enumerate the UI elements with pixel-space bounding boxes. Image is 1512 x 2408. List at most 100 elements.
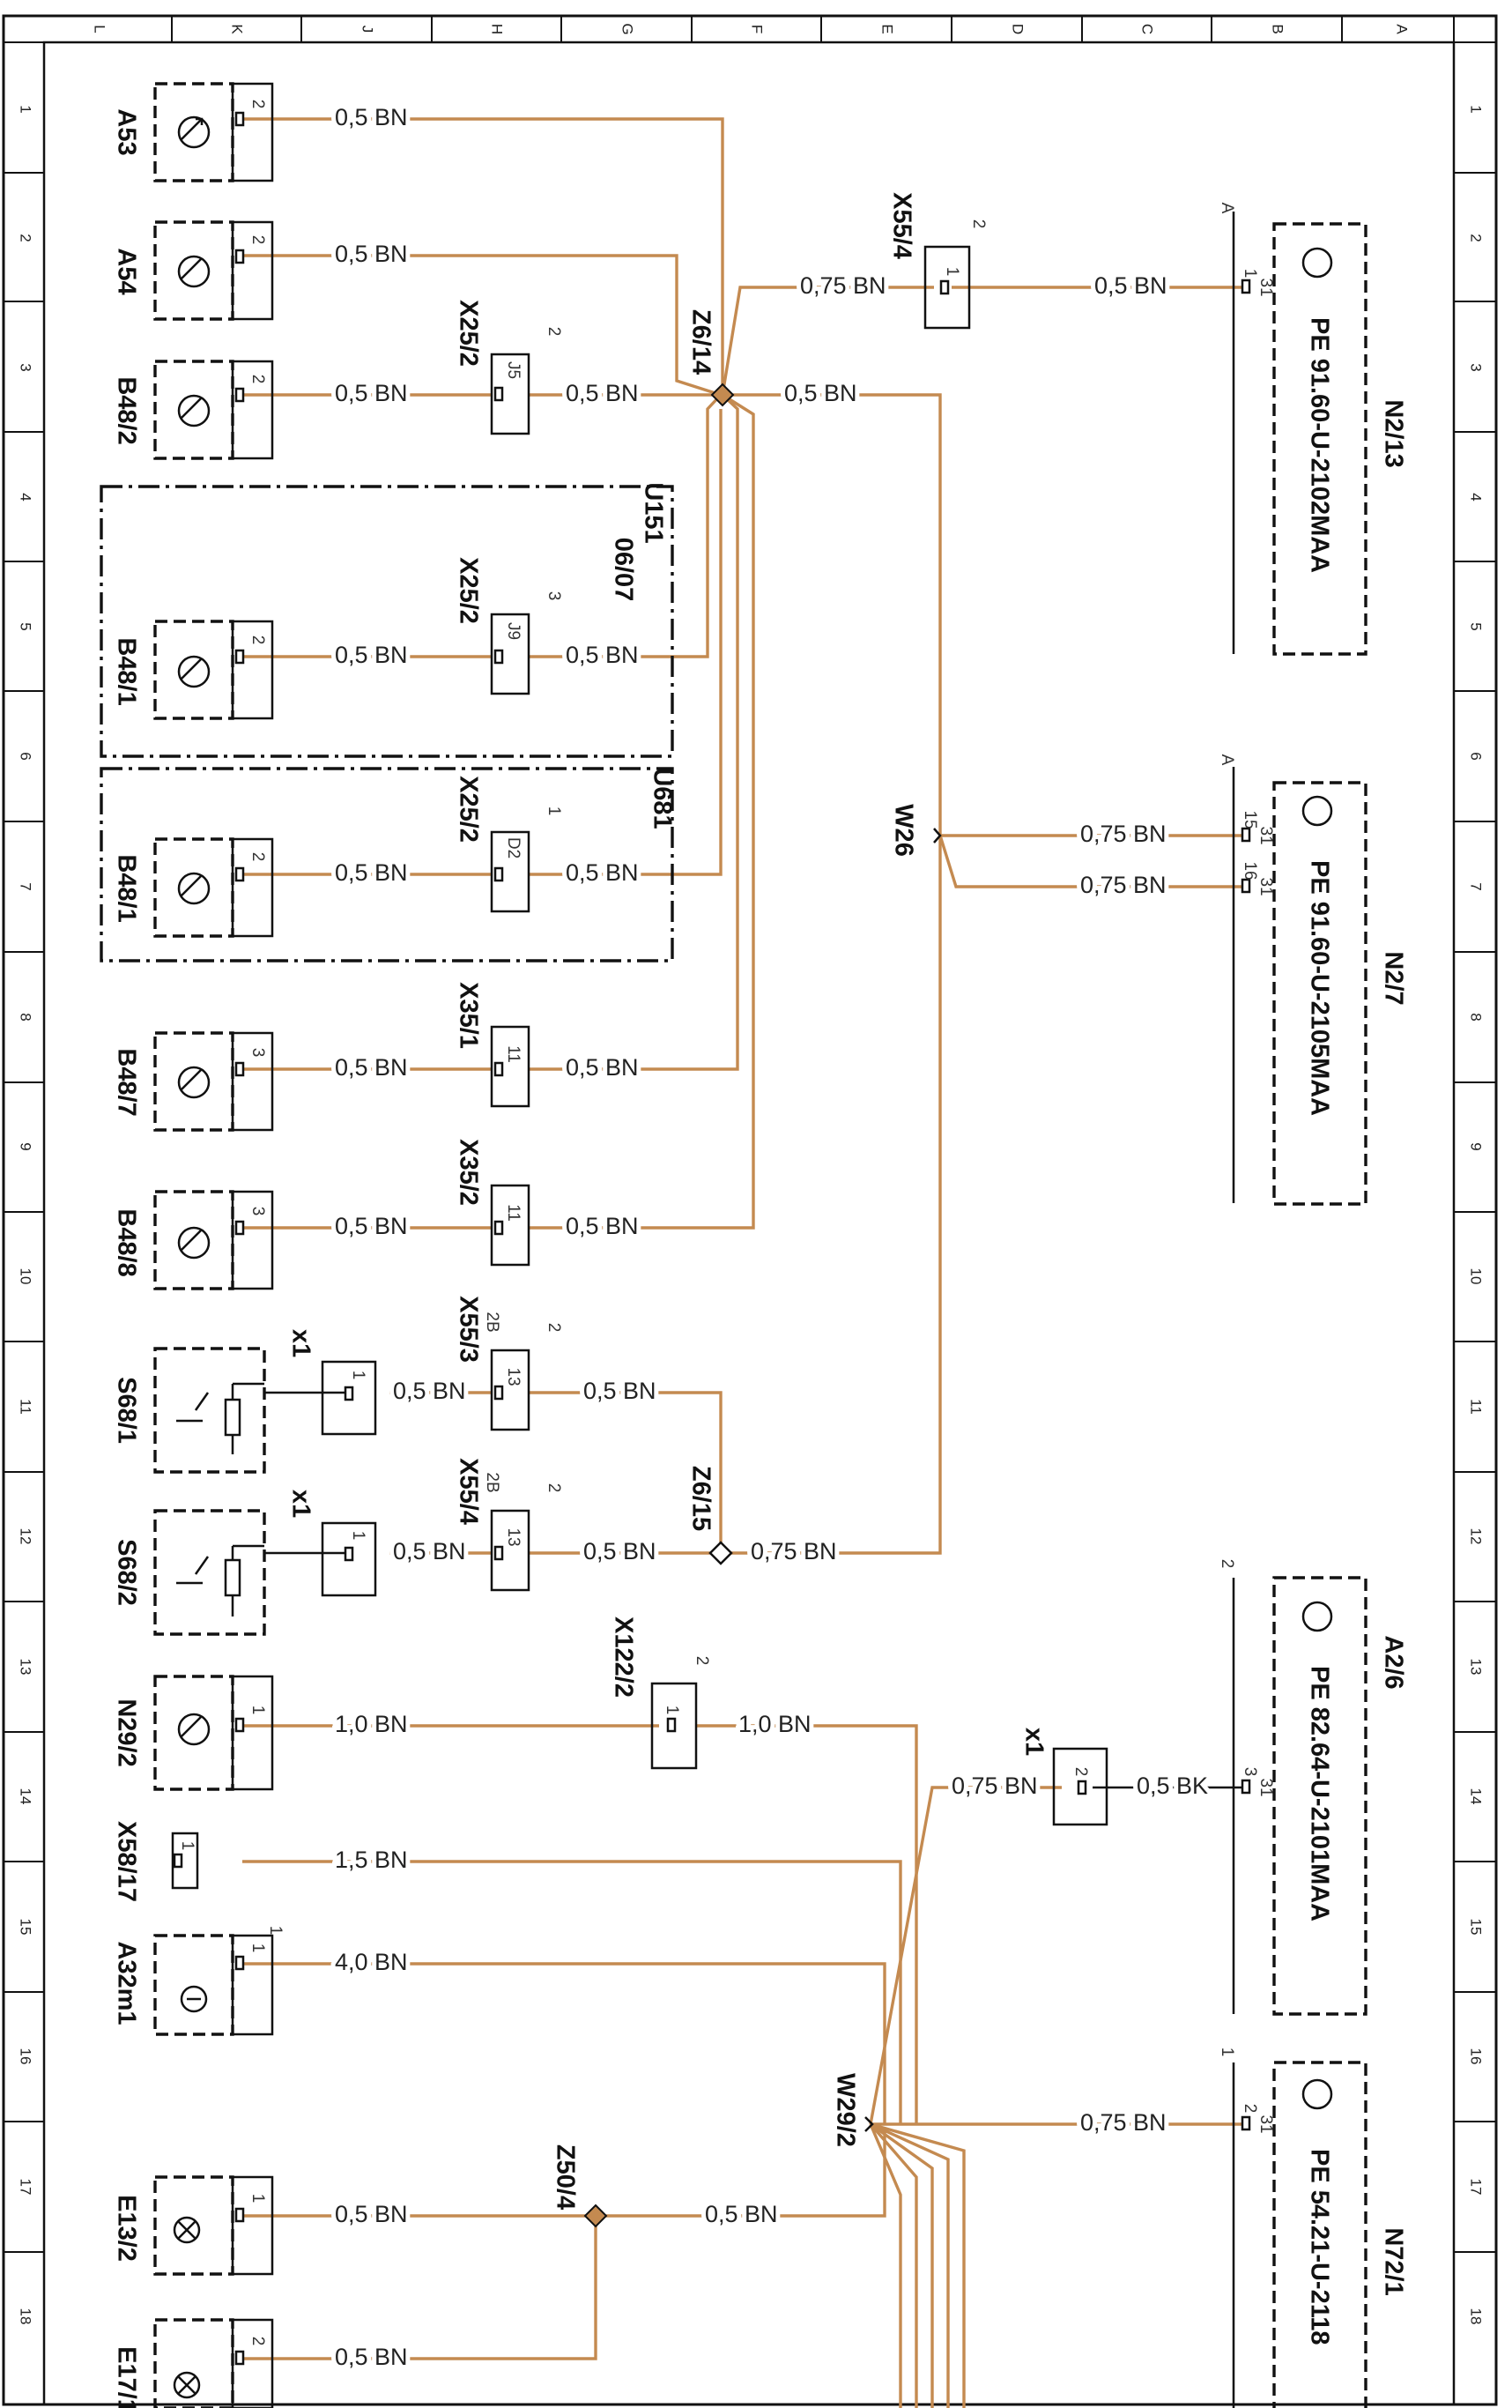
col-label: A — [1394, 24, 1411, 34]
wire-label: 0,5 BN — [335, 1213, 408, 1239]
label-x1-c: x1 — [1019, 1728, 1048, 1756]
col-label: D — [1010, 24, 1027, 34]
col-label: J — [359, 26, 376, 33]
drawing-frame — [2, 14, 1498, 2406]
label-x58-17: X58/17 — [112, 1821, 140, 1902]
pin-label: 31 — [1256, 278, 1275, 296]
col-label: H — [489, 24, 506, 34]
pin-label: 2 — [545, 1323, 563, 1333]
wire-a53 — [242, 117, 724, 395]
wire-n29-2-b — [696, 1724, 918, 2124]
wire-w26-n2-7-16 — [938, 835, 1242, 888]
wire-label: 0,5 BN — [335, 642, 408, 668]
row-label: 9 — [1468, 1142, 1485, 1150]
pin-label: 2 — [1071, 1767, 1090, 1777]
wire-w29-2-a2-6 — [869, 1786, 1062, 2125]
label-x35-1: X35/1 — [454, 982, 482, 1049]
wire-b48-1b-b — [529, 409, 723, 876]
label-b48-1-b: B48/1 — [112, 854, 140, 922]
pin-label: A — [1218, 203, 1236, 214]
row-label: 11 — [18, 1399, 34, 1415]
row-ruler-right: 1 2 3 4 5 6 7 8 9 10 11 12 13 14 15 16 1… — [1454, 105, 1496, 2324]
wire-b48-7-b — [529, 393, 739, 1071]
wire-label: 0,5 BN — [393, 1538, 466, 1564]
pin-label: D2 — [504, 837, 523, 858]
label-a32m1: A32m1 — [112, 1941, 140, 2025]
splice-z6-15 — [708, 1541, 733, 1565]
wire-label: 0,5 BN — [335, 2201, 408, 2227]
wire-label: 0,5 BN — [335, 104, 408, 130]
label-b48-2: B48/2 — [112, 376, 140, 444]
label-x1-b: x1 — [286, 1490, 315, 1518]
pin-label: 2 — [248, 2337, 267, 2346]
label-x25-2-a: X25/2 — [454, 300, 482, 367]
col-label: E — [879, 24, 896, 33]
row-label: 9 — [18, 1142, 34, 1150]
wire-label: 0,5 BN — [335, 859, 408, 886]
row-label: 8 — [18, 1013, 34, 1021]
pin-label: 31 — [1256, 2114, 1275, 2133]
pin-labels: 2 2 2 2 2 3 3 1 1 1 1 1 2 1 1 J5 2 J9 3 … — [178, 100, 1275, 2346]
splice-z6-14 — [710, 383, 735, 407]
pin-label: 3 — [545, 591, 563, 601]
row-label: 8 — [1468, 1013, 1485, 1021]
row-label: 1 — [1468, 105, 1485, 113]
wire-bundle-5 — [870, 2122, 966, 2408]
pin-label: 2 — [969, 219, 988, 229]
group-label-u681: U681 — [648, 768, 676, 829]
component-x58-17 — [171, 1832, 199, 1890]
group-u151 — [100, 485, 674, 758]
pin-label: A — [1218, 754, 1236, 766]
row-label: 14 — [1468, 1788, 1485, 1805]
wire-label: 0,5 BN — [583, 1378, 656, 1404]
component-a32m1 — [153, 1934, 274, 2036]
col-label: F — [749, 25, 766, 33]
pin-label: 2 — [545, 1483, 563, 1493]
splice-w26 — [933, 828, 942, 844]
wire-label: 1,5 BN — [335, 1847, 408, 1873]
row-label: 18 — [18, 2308, 34, 2325]
wire-bundle-1 — [869, 2123, 902, 2408]
wire-label: 0,75 BN — [1080, 821, 1167, 847]
splice-z50-4 — [583, 2204, 608, 2228]
module-code-n72-1: PE 54.21-U-2118 — [1305, 2149, 1333, 2345]
label-x122-2: X122/2 — [609, 1616, 637, 1698]
wire-label: 0,5 BN — [566, 1213, 639, 1239]
component-a53 — [153, 82, 274, 182]
label-x25-2-b: X25/2 — [454, 557, 482, 624]
pin-label: 15 — [1241, 810, 1259, 829]
wire-s68-1-b — [529, 1391, 723, 1553]
column-ruler: L K J H G F E D C B A — [92, 16, 1411, 42]
pin-label: 2 — [545, 327, 563, 337]
component-b48-2 — [153, 360, 274, 460]
pin-label: 1 — [266, 1926, 285, 1936]
wire-label: 1,0 BN — [335, 1711, 408, 1737]
group-label-u151: U151 — [639, 482, 667, 543]
connector-x55-4-top — [923, 245, 971, 330]
label-n2-13: N2/13 — [1379, 399, 1407, 467]
module-n2-13 — [1232, 212, 1367, 656]
pin-label: 2 — [1241, 2104, 1259, 2114]
wire-label: 0,5 BN — [566, 859, 639, 886]
row-label: 6 — [18, 752, 34, 760]
label-w29-2: W29/2 — [831, 2073, 859, 2147]
wire-bundle-4 — [870, 2122, 950, 2408]
row-label: 7 — [18, 882, 34, 890]
pin-label: 31 — [1256, 826, 1275, 844]
wire-label: 0,5 BN — [566, 1054, 639, 1081]
component-n29-2 — [153, 1675, 274, 1791]
row-label: 11 — [1468, 1399, 1485, 1415]
component-a54 — [153, 220, 274, 321]
row-label: 17 — [1468, 2179, 1485, 2196]
pin-label: 2 — [248, 852, 267, 862]
wire-label: 0,5 BN — [1094, 272, 1167, 299]
connector-x1-a2-6 — [1052, 1747, 1108, 1826]
component-b48-7 — [153, 1031, 274, 1132]
wire-b48-1a-b — [529, 393, 723, 658]
col-label: G — [619, 23, 636, 34]
pin-label: 31 — [1256, 877, 1275, 896]
wire-label: 0,75 BN — [800, 272, 886, 299]
connector-x25-2-c — [490, 830, 530, 913]
wire-label: 1,0 BN — [738, 1711, 812, 1737]
component-e13-2 — [153, 2175, 274, 2276]
